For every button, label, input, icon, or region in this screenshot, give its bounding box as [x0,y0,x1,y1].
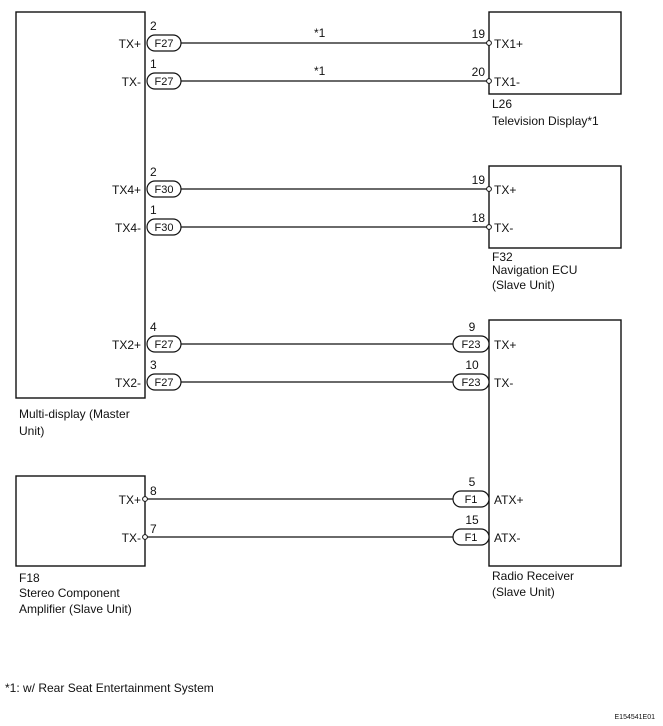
right-signal-label: ATX- [494,531,520,545]
left-signal-label: TX4+ [112,183,141,197]
right-connector-label: F23 [462,377,481,389]
footnote-marker: *1 [314,64,326,78]
left-connector-label: F30 [155,184,174,196]
connector-pill [146,335,182,353]
right-pin-number: 15 [465,513,479,527]
terminal-pin [486,40,492,46]
radio-receiver-label-2: (Slave Unit) [492,585,555,599]
right-pin-number: 5 [469,475,476,489]
multi-display-label-2: Unit) [19,424,44,438]
right-signal-label: ATX+ [494,493,523,507]
left-connector-label: F27 [155,377,174,389]
navigation-ecu-label-1: Navigation ECU [492,263,577,277]
wire-tx2-plus: F27 TX2+ 4 F23 9 TX+ [112,320,516,353]
right-signal-label: TX1- [494,75,520,89]
terminal-pin [142,534,148,540]
connector-pill [452,528,490,546]
left-signal-label: TX+ [119,37,141,51]
wire-atx-minus: TX- 7 F1 15 ATX- [122,513,520,546]
stereo-amplifier-code: F18 [19,571,40,585]
left-signal-label: TX- [122,531,141,545]
wire-atx-plus: TX+ 8 F1 5 ATX+ [119,475,523,508]
terminal-pin [486,224,492,230]
left-connector-label: F27 [155,38,174,50]
terminal-pin [486,78,492,84]
connector-pill [146,180,182,198]
radio-receiver-box [488,319,622,567]
connector-pill [146,72,182,90]
television-display-label: Television Display*1 [492,114,599,128]
connector-pill [146,218,182,236]
wire-tx1-plus: F27 TX+ 2 *1 19 TX1+ [119,19,523,52]
radio-receiver-label-1: Radio Receiver [492,569,574,583]
connector-pill [452,490,490,508]
right-pin-number: 18 [472,211,486,225]
right-pin-number: 9 [469,320,476,334]
footnote-marker: *1 [314,26,326,40]
wire-tx4-plus: F30 TX4+ 2 19 TX+ [112,165,516,198]
left-connector-label: F27 [155,76,174,88]
left-signal-label: TX2- [115,376,141,390]
right-signal-label: TX+ [494,183,516,197]
left-signal-label: TX- [122,75,141,89]
terminal-pin [142,496,148,502]
left-signal-label: TX+ [119,493,141,507]
right-connector-label: F1 [465,532,478,544]
navigation-ecu-label-2: (Slave Unit) [492,278,555,292]
right-signal-label: TX+ [494,338,516,352]
right-connector-label: F23 [462,339,481,351]
left-pin-number: 4 [150,320,157,334]
wire-tx1-minus: F27 TX- 1 *1 20 TX1- [122,57,520,90]
right-pin-number: 20 [472,65,486,79]
navigation-ecu-box [488,165,622,249]
left-pin-number: 8 [150,484,157,498]
terminal-pin [486,186,492,192]
left-connector-label: F27 [155,339,174,351]
stereo-amplifier-box [15,475,146,567]
left-pin-number: 3 [150,358,157,372]
right-pin-number: 19 [472,27,486,41]
left-pin-number: 1 [150,203,157,217]
figure-code: E154541E01 [615,714,656,721]
right-signal-label: TX1+ [494,37,523,51]
left-connector-label: F30 [155,222,174,234]
right-pin-number: 10 [465,358,479,372]
left-pin-number: 1 [150,57,157,71]
television-display-box [488,11,622,95]
connector-pill [452,335,490,353]
wire-tx2-minus: F27 TX2- 3 F23 10 TX- [115,358,513,391]
left-pin-number: 2 [150,19,157,33]
left-signal-label: TX4- [115,221,141,235]
connector-pill [146,373,182,391]
navigation-ecu-code: F32 [492,250,513,264]
left-pin-number: 7 [150,522,157,536]
stereo-amplifier-label-2: Amplifier (Slave Unit) [19,602,132,616]
footnote-text: *1: w/ Rear Seat Entertainment System [5,681,214,695]
connector-pill [452,373,490,391]
right-signal-label: TX- [494,376,513,390]
multi-display-box [15,11,146,399]
wire-tx4-minus: F30 TX4- 1 18 TX- [115,203,513,236]
left-signal-label: TX2+ [112,338,141,352]
right-pin-number: 19 [472,173,486,187]
television-display-code: L26 [492,97,512,111]
right-connector-label: F1 [465,494,478,506]
left-pin-number: 2 [150,165,157,179]
right-signal-label: TX- [494,221,513,235]
connector-pill [146,34,182,52]
multi-display-label-1: Multi-display (Master [19,407,130,421]
stereo-amplifier-label-1: Stereo Component [19,586,120,600]
